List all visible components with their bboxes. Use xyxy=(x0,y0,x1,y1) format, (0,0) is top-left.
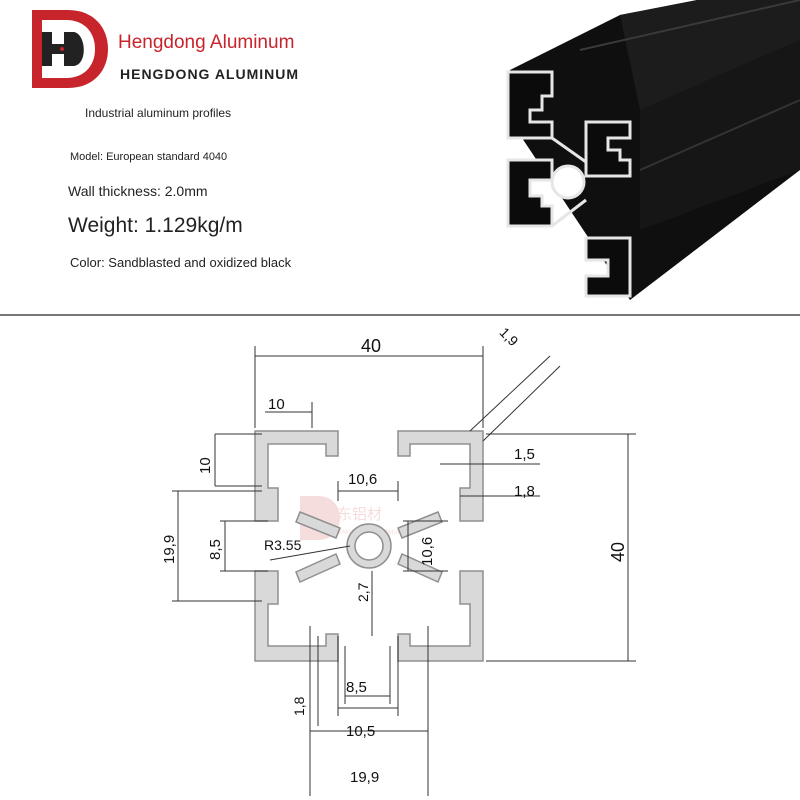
black-aluminum-profile-photo xyxy=(506,0,800,300)
finish-color: Color: Sandblasted and oxidized black xyxy=(70,255,292,270)
dim-center-width: 10,6 xyxy=(348,471,377,488)
brand-name-caps: HENGDONG ALUMINUM xyxy=(120,66,300,82)
dim-height-total: 40 xyxy=(608,542,628,562)
dimension-lines xyxy=(172,346,636,796)
product-model: Model: European standard 4040 xyxy=(70,151,228,163)
dim-width-total: 40 xyxy=(361,336,381,356)
hd-shield-logo-icon xyxy=(32,10,108,88)
watermark-text: 恒东铝材 xyxy=(322,506,382,523)
section-divider xyxy=(0,314,800,316)
dim-web: 2,7 xyxy=(355,582,371,602)
dim-radius: R3.55 xyxy=(264,537,302,553)
dim-slot-depth: 10 xyxy=(268,396,285,413)
dim-slot-bottom: 8,5 xyxy=(346,679,367,696)
product-category: Industrial aluminum profiles xyxy=(85,106,232,120)
dim-bottom-lip: 1,8 xyxy=(291,696,307,716)
dim-lip-1: 1,5 xyxy=(514,446,535,463)
product-header: Hengdong Aluminum HENGDONG ALUMINUM Indu… xyxy=(0,0,800,314)
dim-center-height: 10,6 xyxy=(419,537,436,566)
dim-slot-opening: 10,5 xyxy=(346,723,375,740)
dim-wall: 1,9 xyxy=(497,324,522,349)
dim-inner-w: 19,9 xyxy=(350,769,379,786)
center-bore xyxy=(354,531,384,561)
brand-name: Hengdong Aluminum xyxy=(118,32,295,53)
dim-inner-h: 19,9 xyxy=(161,535,178,564)
profile-cross-section-drawing: 恒东铝材 HENGDONG ALUMINUM xyxy=(161,324,636,796)
weight: Weight: 1.129kg/m xyxy=(68,214,243,237)
dim-slot-h: 8,5 xyxy=(207,539,224,560)
dim-lip-2: 1,8 xyxy=(514,483,535,500)
dim-slot-depth-v: 10 xyxy=(197,457,214,474)
wall-thickness: Wall thickness: 2.0mm xyxy=(68,183,208,199)
